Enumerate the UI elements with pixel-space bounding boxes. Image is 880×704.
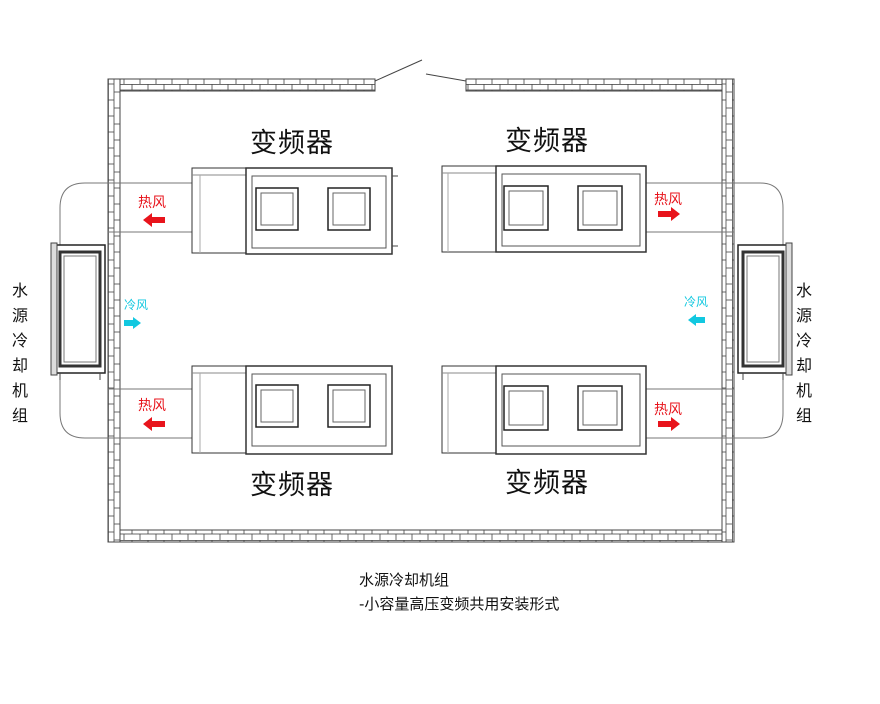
chiller-label-line: 机组 bbox=[12, 381, 29, 425]
hot-air-label-bottom-right: 热风 bbox=[654, 402, 682, 418]
cold-air-label-left: 冷风 bbox=[124, 298, 149, 312]
chiller-label-line: 冷却 bbox=[12, 331, 29, 375]
duct-right bbox=[646, 182, 784, 439]
wall-top-left bbox=[107, 78, 376, 92]
chiller-label-line: 水源 bbox=[12, 281, 29, 325]
hot-air-arrow-bottom-right bbox=[658, 417, 680, 431]
chiller-label-right: 水源 冷却 机组 bbox=[796, 278, 820, 428]
vfd-label-bottom-right: 变频器 bbox=[505, 468, 589, 499]
vfd-cabinet-bottom-right bbox=[441, 365, 647, 455]
wall-top-right bbox=[465, 78, 735, 92]
cold-air-arrow-left bbox=[124, 317, 141, 329]
hot-air-arrow-bottom-left bbox=[143, 417, 165, 431]
door-leaf-left bbox=[374, 59, 423, 82]
hot-air-arrow-top-right bbox=[658, 207, 680, 221]
arrows bbox=[124, 207, 705, 431]
wall-bottom bbox=[107, 529, 735, 543]
door-leaf-right bbox=[425, 73, 467, 82]
chiller-label-line: 机组 bbox=[796, 381, 813, 425]
wall-left bbox=[107, 78, 121, 543]
chiller-unit-left bbox=[50, 242, 106, 380]
cold-air-arrow-right bbox=[688, 314, 705, 326]
vfd-label-bottom-left: 变频器 bbox=[250, 470, 334, 501]
chiller-label-line: 水源 bbox=[796, 281, 813, 325]
caption-line-2: -小容量高压变频共用安装形式 bbox=[359, 595, 560, 613]
room-walls bbox=[107, 59, 735, 543]
hot-air-label-bottom-left: 热风 bbox=[138, 398, 166, 414]
chiller-label-line: 冷却 bbox=[796, 331, 813, 375]
vfd-label-top-right: 变频器 bbox=[505, 126, 589, 157]
drawing-caption: 水源冷却机组 -小容量高压变频共用安装形式 bbox=[359, 568, 559, 616]
chiller-unit-right bbox=[737, 242, 793, 380]
cold-air-label-right: 冷风 bbox=[684, 295, 709, 309]
wall-right bbox=[721, 78, 735, 543]
hot-air-label-top-right: 热风 bbox=[654, 192, 682, 208]
hot-air-arrow-top-left bbox=[143, 213, 165, 227]
hot-air-label-top-left: 热风 bbox=[138, 195, 166, 211]
vfd-cabinet-top-right bbox=[441, 165, 647, 253]
vfd-cabinet-bottom-left bbox=[191, 365, 393, 455]
vfd-label-top-left: 变频器 bbox=[250, 128, 334, 159]
chiller-label-left: 水源 冷却 机组 bbox=[12, 278, 36, 428]
caption-line-1: 水源冷却机组 bbox=[359, 571, 450, 589]
vfd-cabinet-top-left bbox=[191, 167, 398, 255]
